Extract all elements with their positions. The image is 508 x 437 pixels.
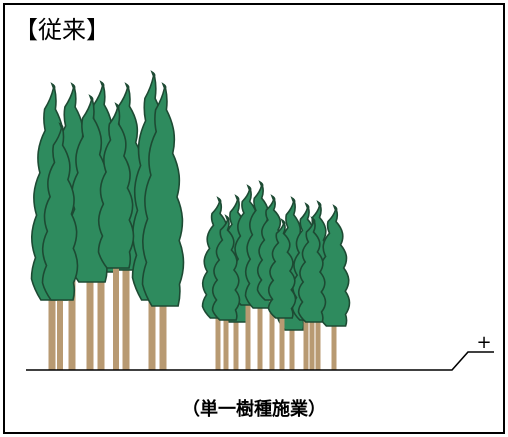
short-tree-11-crown: [267, 218, 297, 319]
tall-tree-9-crown: [41, 122, 79, 301]
tall-tree-1-trunk: [48, 280, 56, 370]
short-tree-10-trunk: [223, 300, 229, 370]
short-tree-9-crown: [317, 204, 351, 327]
tall-tree-8-crown: [97, 102, 135, 269]
plus-sign: +: [476, 332, 491, 353]
short-tree-3-trunk: [245, 285, 251, 370]
tall-tree-8-trunk: [113, 248, 119, 370]
tall-tree-4-trunk: [86, 262, 94, 370]
tall-tree-4-crown: [68, 94, 112, 283]
diagram-heading: 【従来】: [14, 16, 110, 44]
tall-tree-9-trunk: [57, 280, 63, 370]
ground-line: [26, 351, 494, 371]
short-tree-8-trunk: [315, 300, 321, 370]
short-tree-1-trunk: [215, 298, 221, 370]
short-tree-4-trunk: [257, 288, 263, 370]
diagram-border: [3, 3, 505, 434]
short-tree-6-trunk: [289, 310, 295, 370]
short-tree-12-crown: [297, 216, 327, 323]
tall-tree-3-trunk: [97, 252, 105, 370]
tall-tree-5-trunk: [122, 250, 130, 370]
tall-tree-6-trunk: [148, 280, 156, 370]
tall-tree-7-crown: [141, 82, 185, 307]
short-tree-12-trunk: [309, 302, 315, 370]
short-tree-7-trunk: [303, 300, 309, 370]
short-tree-5-trunk: [269, 280, 275, 370]
tree-stand: [30, 70, 351, 370]
short-tree-9-trunk: [331, 306, 337, 370]
short-tree-10-crown: [211, 214, 241, 321]
tall-tree-7-trunk: [159, 286, 167, 370]
tall-tree-2-trunk: [68, 258, 76, 370]
short-tree-2-trunk: [233, 302, 239, 370]
diagram-caption: （単一樹種施業）: [182, 399, 326, 420]
short-tree-11-trunk: [279, 298, 285, 370]
